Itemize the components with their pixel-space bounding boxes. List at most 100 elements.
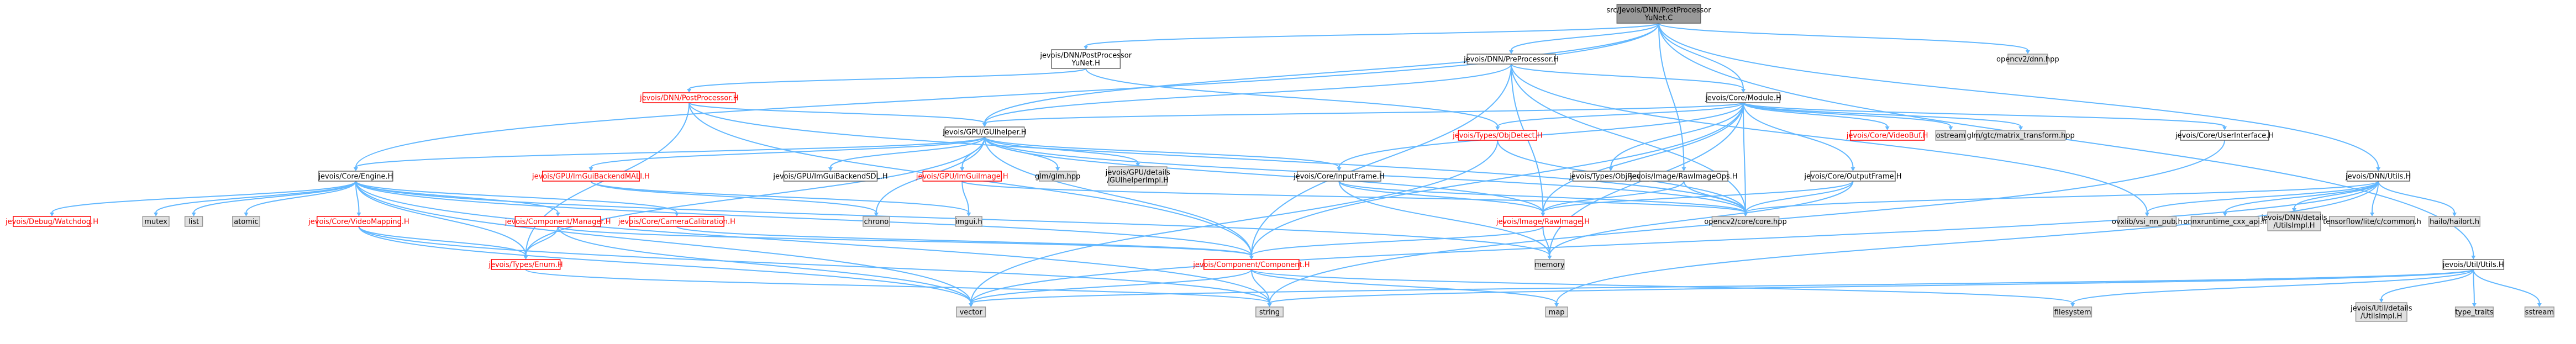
edge-cameracalib_h-to-component_h: [676, 226, 1252, 256]
node-util-utilsimpl[interactable]: jevois/Util/details/UtilsImpl.H: [2350, 302, 2412, 322]
node-inputframe-h[interactable]: jevois/Core/InputFrame.H: [1293, 171, 1385, 182]
node-ovxlib[interactable]: ovxlib/vsi_nn_pub.h: [2112, 216, 2183, 227]
node-glm-hpp[interactable]: glm/glm.hpp: [1035, 171, 1080, 182]
node-map[interactable]: map: [1545, 306, 1568, 317]
node-ostream[interactable]: ostream: [1935, 130, 1967, 141]
edge-engine_h-to-cameracalib_h: [355, 181, 677, 213]
node-component-h[interactable]: jevois/Component/Component.H: [1192, 259, 1310, 270]
node-vector[interactable]: vector: [956, 306, 986, 317]
node-string[interactable]: string: [1255, 306, 1284, 317]
node-box: [1810, 171, 1896, 182]
node-guihelperimpl-h[interactable]: jevois/GPU/details/GUIhelperImpl.H: [1105, 166, 1170, 186]
node-imguiimage-h[interactable]: jevois/GPU/ImGuiImage.H: [916, 171, 1008, 182]
edge-postproc_h-to-opencv_core: [688, 102, 1746, 213]
node-label: jevois/GPU/details: [1105, 169, 1170, 177]
node-videomapping-h[interactable]: jevois/Core/VideoMapping.H: [308, 216, 409, 227]
node-label: jevois/GPU/GUIhelper.H: [942, 129, 1026, 137]
node-label: jevois/GPU/ImGuiImage.H: [916, 173, 1008, 181]
node-label: imgui.h: [955, 218, 982, 226]
node-preproc-h[interactable]: jevois/DNN/PreProcessor.H: [1463, 54, 1559, 65]
node-outputframe-h[interactable]: jevois/Core/OutputFrame.H: [1804, 171, 1901, 182]
node-onnxruntime[interactable]: onnxruntime_cxx_api.h: [2183, 216, 2267, 227]
edge-enum_h-to-string: [525, 269, 1270, 304]
node-filesystem[interactable]: filesystem: [2053, 306, 2093, 317]
arrowhead-preproc_h-to-module_h: [1741, 89, 1746, 93]
node-box: [2190, 216, 2259, 227]
edge-component_h-to-map: [1250, 269, 1558, 304]
edge-root-to-preproc_h: [1511, 23, 1660, 51]
node-label: opencv2/core/core.hpp: [1704, 218, 1787, 226]
node-videobuf-h[interactable]: jevois/Core/VideoBuf.H: [1846, 130, 1928, 141]
node-tflite-common[interactable]: tensorflow/lite/c/common.h: [2323, 216, 2421, 227]
node-box: [2053, 306, 2093, 317]
node-dnnutils-h[interactable]: jevois/DNN/Utils.H: [2345, 171, 2411, 182]
node-chrono[interactable]: chrono: [863, 216, 890, 227]
arrowhead-module_h-to-outputframe_h: [1850, 167, 1855, 171]
edge-engine_h-to-mutex: [155, 181, 356, 213]
node-postproc-h[interactable]: jevois/DNN/PostProcessor.H: [639, 92, 738, 103]
node-engine-h[interactable]: jevois/Core/Engine.H: [318, 171, 393, 182]
arrowhead-dnnutils_h-to-dnn_utilsimpl: [2291, 208, 2296, 212]
node-rawimageops-h[interactable]: jevois/Image/RawImageOps.H: [1629, 171, 1738, 182]
node-mutex[interactable]: mutex: [142, 216, 170, 227]
node-objdetect-h[interactable]: jevois/Types/ObjDetect.H: [1452, 130, 1543, 141]
node-box: [1296, 171, 1381, 182]
node-cameracalib-h[interactable]: jevois/Core/CameraCalibration.H: [618, 216, 735, 227]
node-enum-h[interactable]: jevois/Types/Enum.H: [488, 259, 563, 270]
node-dnn-utilsimpl[interactable]: jevois/DNN/details/UtilsImpl.H: [2260, 211, 2327, 231]
node-rawimage-h[interactable]: jevois/Image/RawImage.H: [1496, 216, 1590, 227]
edge-root-to-guihelper_h: [984, 23, 1660, 124]
node-atomic[interactable]: atomic: [232, 216, 260, 227]
edge-utilutils_h-to-vector: [970, 269, 2474, 304]
edge-dnnutils_h-to-onnxruntime: [2224, 181, 2379, 213]
edge-inputframe_h-to-rawimage_h: [1338, 181, 1544, 213]
arrowhead-dnnutils_h-to-opencv_core: [1743, 213, 1748, 216]
edge-objdetect_h-to-vector: [970, 140, 1499, 304]
node-imguibackendmali-h[interactable]: jevois/GPU/ImGuiBackendMALI.H: [532, 171, 650, 182]
edge-engine_h-to-memory: [355, 181, 1550, 256]
node-glm-mt[interactable]: glm/gtc/matrix_transform.hpp: [1967, 130, 2075, 141]
edge-guihelper_h-to-rawimage_h: [984, 136, 1544, 213]
node-box: [629, 216, 724, 227]
node-box: [184, 216, 203, 227]
node-box: [944, 126, 1025, 137]
arrowhead-guihelper_h-to-guihelperimpl_h: [1135, 163, 1140, 167]
arrowhead-engine_h-to-compmanager_h: [555, 213, 560, 216]
edge-imguibackendmali_h-to-chrono: [590, 181, 877, 213]
node-imguibackendsdl-h[interactable]: jevois/GPU/ImGuiBackendSDL.H: [772, 171, 888, 182]
arrowhead-utilutils_h-to-string: [1267, 303, 1272, 307]
node-list[interactable]: list: [184, 216, 203, 227]
node-label: jevois/Types/ObjReco.H: [1569, 173, 1652, 181]
edge-videomapping_h-to-vector: [358, 226, 972, 304]
node-imgui-h[interactable]: imgui.h: [955, 216, 982, 227]
node-userif-h[interactable]: jevois/Core/UserInterface.H: [2175, 130, 2274, 141]
node-watchdog-h[interactable]: jevois/Debug/Watchdog.H: [5, 216, 98, 227]
node-box: [2524, 306, 2554, 317]
node-compmanager-h[interactable]: jevois/Component/Manager.H: [504, 216, 611, 227]
node-opencv-dnn[interactable]: opencv2/dnn.hpp: [1996, 54, 2059, 65]
arrowhead-dnnutils_h-to-onnxruntime: [2222, 213, 2227, 216]
edge-rawimage_h-to-memory: [1542, 226, 1550, 256]
node-box: [2267, 211, 2321, 231]
edge-rawimageops_h-to-rawimage_h: [1542, 181, 1685, 213]
node-label: YuNet.C: [1644, 14, 1673, 23]
node-module-h[interactable]: jevois/Core/Module.H: [1705, 92, 1781, 103]
node-memory[interactable]: memory: [1534, 259, 1565, 270]
arrowhead-utilutils_h-to-util_utilsimpl: [2379, 299, 2384, 303]
node-objreco-h[interactable]: jevois/Types/ObjReco.H: [1569, 171, 1652, 182]
node-type-traits[interactable]: type_traits: [2454, 306, 2494, 317]
edge-engine_h-to-enum_h: [355, 181, 527, 256]
node-label: jevois/Types/Enum.H: [488, 261, 562, 269]
edge-ppyunet_h-to-objdetect_h: [1085, 68, 1499, 127]
node-label: opencv2/dnn.hpp: [1996, 56, 2059, 64]
node-guihelper-h[interactable]: jevois/GPU/GUIhelper.H: [942, 126, 1027, 137]
node-utilutils-h[interactable]: jevois/Util/Utils.H: [2442, 259, 2505, 270]
edge-module_h-to-glm_mt: [1743, 102, 2022, 127]
arrowhead-engine_h-to-watchdog_h: [50, 213, 55, 216]
node-opencv-core[interactable]: opencv2/core/core.hpp: [1704, 216, 1787, 227]
node-hailort[interactable]: hailo/hailort.h: [2428, 216, 2481, 227]
node-sstream[interactable]: sstream: [2524, 306, 2554, 317]
